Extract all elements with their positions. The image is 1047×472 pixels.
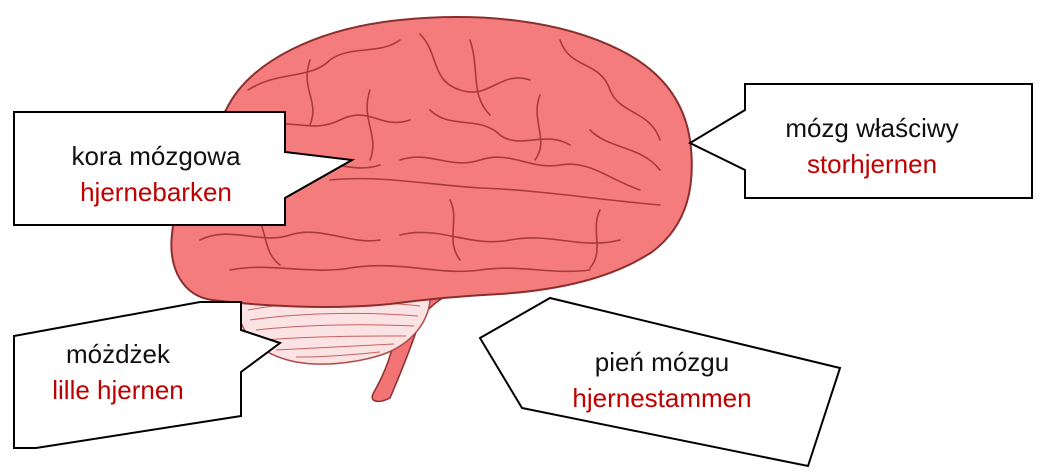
label-cortex-polish: kora mózgowa — [71, 138, 240, 174]
label-cortex: kora mózgowa hjernebarken — [71, 138, 240, 210]
label-cerebrum: mózg właściwy storhjernen — [785, 110, 958, 182]
label-cortex-norwegian: hjernebarken — [71, 174, 240, 210]
label-cerebellum: móżdżek lille hjernen — [52, 336, 184, 408]
label-brainstem-norwegian: hjernestammen — [572, 380, 751, 416]
label-cerebrum-norwegian: storhjernen — [785, 146, 958, 182]
label-brainstem: pień mózgu hjernestammen — [572, 344, 751, 416]
label-cerebellum-norwegian: lille hjernen — [52, 372, 184, 408]
label-cerebellum-polish: móżdżek — [52, 336, 184, 372]
label-cerebrum-polish: mózg właściwy — [785, 110, 958, 146]
label-brainstem-polish: pień mózgu — [572, 344, 751, 380]
